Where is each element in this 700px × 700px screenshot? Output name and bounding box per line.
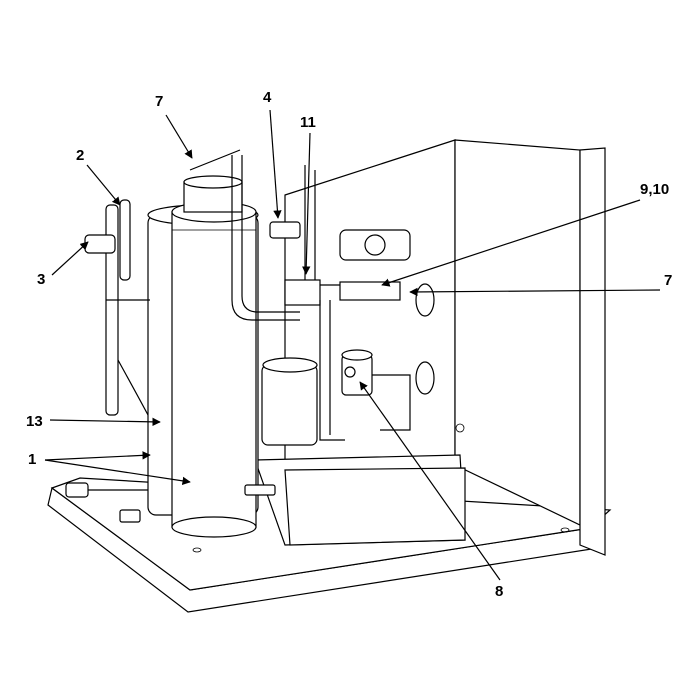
filter-drier-assembly xyxy=(84,199,150,416)
callout-9-10: 9,10 xyxy=(640,181,669,198)
drain-pan xyxy=(254,454,466,546)
callout-2: 2 xyxy=(76,147,84,164)
callout-7-top: 7 xyxy=(155,93,163,110)
callout-1: 1 xyxy=(28,451,36,468)
callout-7-right: 7 xyxy=(664,272,672,289)
valve-cluster xyxy=(269,221,411,261)
callout-8: 8 xyxy=(495,583,503,600)
callout-4: 4 xyxy=(263,89,272,106)
leader-lines xyxy=(44,109,661,581)
base-fittings xyxy=(65,482,276,523)
cabinet-housing xyxy=(284,139,606,556)
receiver-tank xyxy=(171,175,257,538)
callout-3: 3 xyxy=(37,271,45,288)
motor-block xyxy=(261,357,318,446)
callout-11: 11 xyxy=(300,114,316,131)
callout-13: 13 xyxy=(26,413,43,430)
